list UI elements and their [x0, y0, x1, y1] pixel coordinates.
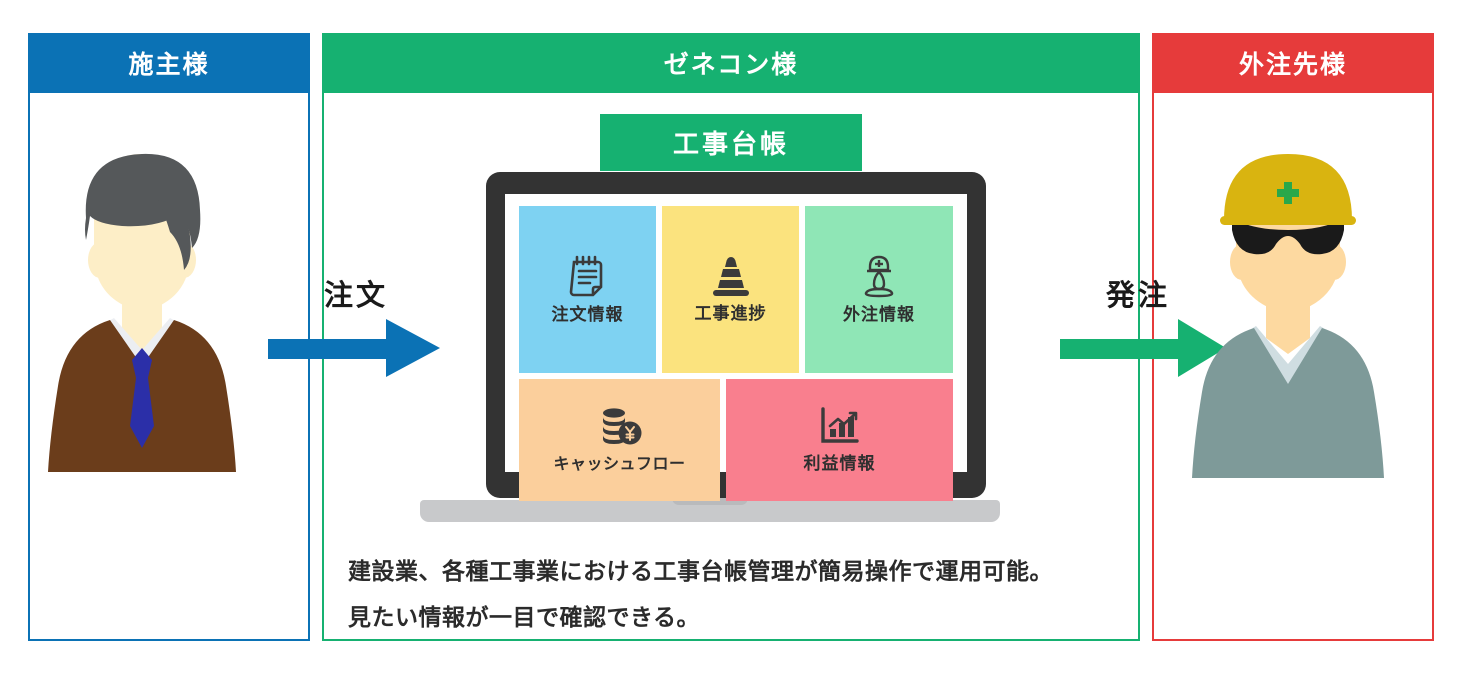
bar-chart-icon	[819, 406, 861, 447]
panel-vendor-title: 外注先様	[1152, 33, 1434, 93]
traffic-cone-icon	[709, 255, 753, 297]
arrow-place-order-label: 発注	[1105, 280, 1170, 312]
tile-cashflow-label: キャッシュフロー	[553, 456, 686, 473]
arrow-right-blue-icon	[268, 319, 440, 377]
arrow-place-order: 発注	[1050, 282, 1226, 379]
arrow-order-label: 注文	[323, 280, 388, 312]
tile-progress-label: 工事進捗	[694, 304, 767, 323]
laptop-base	[420, 500, 1000, 522]
arrow-right-green-icon	[1060, 319, 1226, 377]
tile-profit-info-label: 利益情報	[803, 453, 876, 473]
tile-order-info[interactable]: 注文情報	[519, 206, 656, 373]
laptop-illustration: 注文情報 工事進捗	[420, 172, 1000, 532]
tile-cashflow[interactable]: キャッシュフロー	[519, 379, 720, 501]
caption: 建設業、各種工事業における工事台帳管理が簡易操作で運用可能。 見たい情報が一目で…	[348, 548, 1138, 640]
yen-coins-icon	[597, 406, 643, 448]
panel-owner-title: 施主様	[28, 33, 310, 93]
arrow-order: 注文	[268, 282, 444, 379]
ledger-badge: 工事台帳	[600, 114, 862, 171]
laptop-screen: 注文情報 工事進捗	[505, 194, 967, 501]
caption-line-1: 建設業、各種工事業における工事台帳管理が簡易操作で運用可能。	[348, 558, 1053, 584]
ledger-badge-label: 工事台帳	[672, 129, 789, 159]
tile-progress[interactable]: 工事進捗	[662, 206, 799, 373]
caption-line-2: 見たい情報が一目で確認できる。	[348, 604, 701, 630]
worker-icon	[858, 254, 900, 298]
tile-profit-info[interactable]: 利益情報	[726, 379, 953, 501]
notepad-icon	[568, 254, 608, 298]
panel-contractor-title: ゼネコン様	[322, 33, 1140, 93]
tile-row-bottom: キャッシュフロー	[519, 379, 953, 501]
laptop-lid: 注文情報 工事進捗	[486, 172, 986, 501]
tile-outsource-info[interactable]: 外注情報	[805, 206, 953, 373]
tile-outsource-info-label: 外注情報	[843, 305, 915, 324]
construction-worker-illustration	[1180, 140, 1396, 480]
tile-row-top: 注文情報 工事進捗	[519, 206, 953, 373]
tile-order-info-label: 注文情報	[551, 305, 624, 324]
businessman-illustration	[42, 140, 242, 480]
